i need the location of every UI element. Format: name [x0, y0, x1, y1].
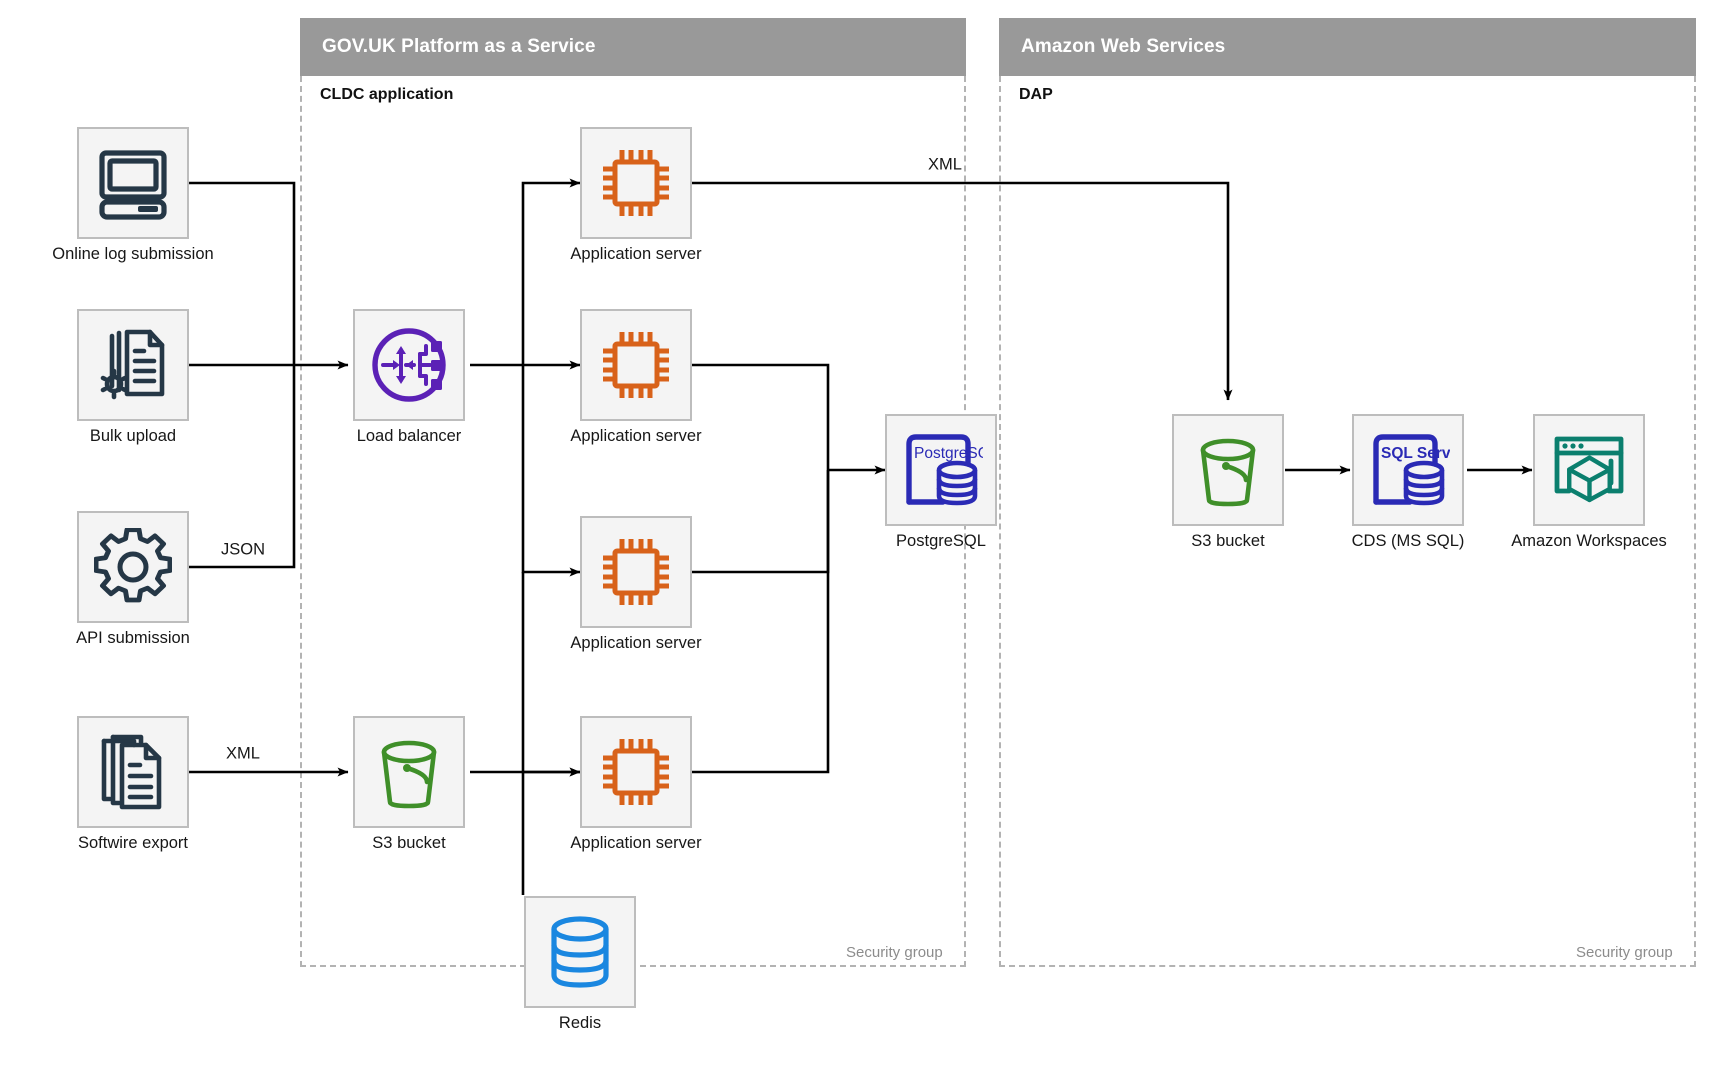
- node-label-application-server-4: Application server: [570, 834, 702, 852]
- edge-label-xml-transfer: XML: [928, 155, 962, 174]
- node-label-online-log-submission: Online log submission: [52, 245, 214, 263]
- gear-icon: [77, 511, 189, 623]
- workspaces-cube-icon: [1533, 414, 1645, 526]
- postgresql-icon-text: PostgreSQL: [914, 445, 983, 462]
- group-header-paas-title: GOV.UK Platform as a Service: [322, 36, 596, 57]
- security-group-label-paas: Security group: [846, 944, 943, 961]
- documents-stack-icon: [77, 716, 189, 828]
- group-header-paas: GOV.UK Platform as a Service: [300, 18, 966, 76]
- node-label-application-server-1: Application server: [570, 245, 702, 263]
- security-group-label-aws: Security group: [1576, 944, 1673, 961]
- group-header-aws: Amazon Web Services: [999, 18, 1696, 76]
- node-label-s3-bucket-paas: S3 bucket: [372, 834, 446, 852]
- node-label-postgresql: PostgreSQL: [896, 532, 986, 550]
- database-cylinder-icon: [524, 896, 636, 1008]
- node-label-load-balancer: Load balancer: [356, 427, 462, 445]
- cpu-chip-icon: [580, 309, 692, 421]
- cpu-chip-icon: [580, 716, 692, 828]
- wire-api-to-lb: [189, 365, 296, 569]
- desktop-computer-icon: [77, 127, 189, 239]
- node-label-softwire-export: Softwire export: [77, 834, 189, 852]
- node-label-redis: Redis: [558, 1014, 602, 1032]
- sql-server-icon-text: SQL Server: [1381, 445, 1450, 462]
- node-label-amazon-workspaces: Amazon Workspaces: [1511, 532, 1667, 550]
- document-gear-icon: [77, 309, 189, 421]
- node-label-application-server-3: Application server: [570, 634, 702, 652]
- dashed-region-aws: [999, 76, 1696, 967]
- region-label-cldc-application: CLDC application: [320, 86, 454, 103]
- node-label-bulk-upload: Bulk upload: [89, 427, 177, 445]
- node-label-application-server-2: Application server: [570, 427, 702, 445]
- cpu-chip-icon: [580, 127, 692, 239]
- cpu-chip-icon: [580, 516, 692, 628]
- node-label-cds-ms-sql: CDS (MS SQL): [1351, 532, 1465, 550]
- wire-online-log-to-lb: [189, 181, 296, 365]
- edge-label-json: JSON: [220, 540, 266, 559]
- node-label-api-submission: API submission: [76, 629, 190, 647]
- bucket-icon: [353, 716, 465, 828]
- load-balancer-icon: [353, 309, 465, 421]
- edge-label-xml-source: XML: [226, 744, 260, 763]
- region-label-dap: DAP: [1019, 86, 1053, 103]
- node-label-s3-bucket-aws: S3 bucket: [1191, 532, 1265, 550]
- postgresql-database-icon: PostgreSQL: [885, 414, 997, 526]
- sql-server-database-icon: SQL Server: [1352, 414, 1464, 526]
- group-header-aws-title: Amazon Web Services: [1021, 36, 1226, 57]
- bucket-icon: [1172, 414, 1284, 526]
